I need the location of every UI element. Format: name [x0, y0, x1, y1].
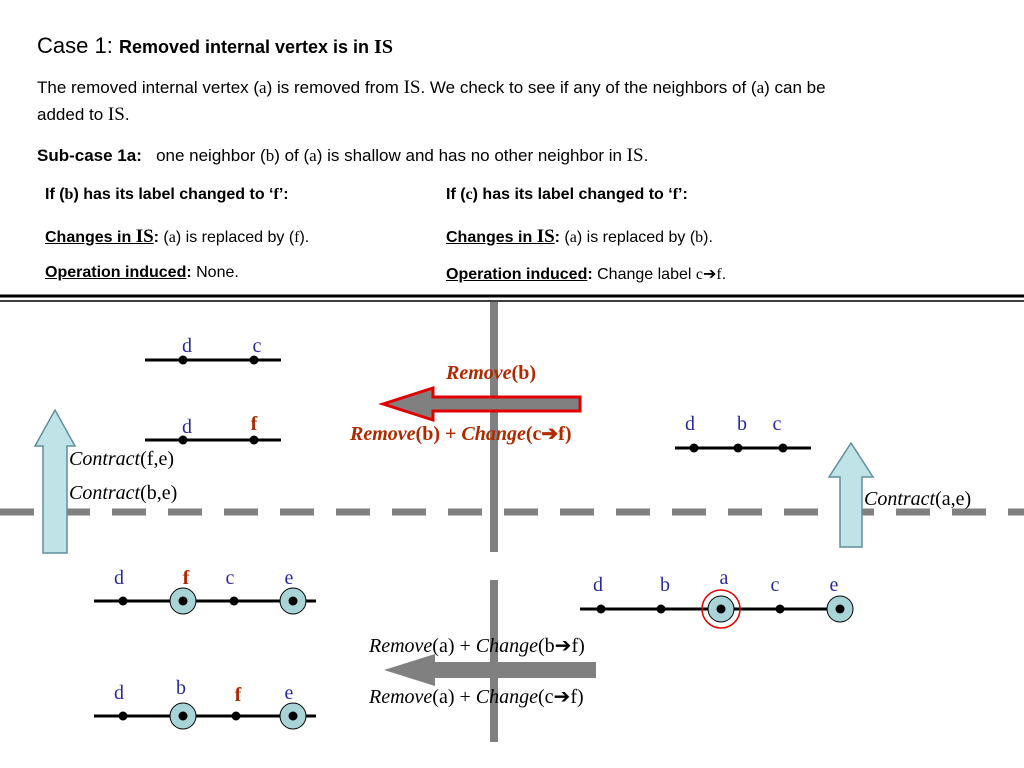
graph-vertex: [775, 604, 785, 614]
vertex-label: c: [773, 413, 782, 435]
up-arrow-right: [827, 441, 875, 548]
op-remove-b-change-c-f: Remove(b) + Change(c➔f): [350, 423, 572, 445]
graph-top-left-1: d c: [145, 335, 281, 365]
graph-vertex: [716, 604, 726, 614]
graph-top-left-2: d f: [145, 413, 281, 445]
graph-vertex: [596, 604, 606, 614]
vertex-label: d: [114, 682, 124, 704]
intro-line-1: The removed internal vertex (a) is remov…: [37, 77, 826, 98]
vertex-label: d: [182, 335, 192, 357]
case-heading: Case 1: Removed internal vertex is in IS: [37, 33, 393, 59]
graph-bottom-left-1: d f c e: [94, 567, 316, 615]
graph-bottom-left-2: d b f e: [94, 677, 316, 730]
left-column-changes: Changes in IS: (a) is replaced by (f).: [45, 226, 310, 247]
right-column-operation: Operation induced: Change label c➔f.: [446, 266, 727, 283]
vertex-label: d: [182, 416, 192, 438]
right-column-heading: If (c) has its label changed to ‘f’:: [446, 186, 688, 203]
vertex-label: b: [176, 677, 186, 699]
op-remove-a-change-b-f: Remove(a) + Change(b➔f): [369, 635, 585, 657]
graph-vertex: [231, 711, 241, 721]
graph-vertex: [778, 443, 788, 453]
op-remove-a-change-c-f: Remove(a) + Change(c➔f): [369, 686, 584, 708]
op-contract-a-e: Contract(a,e): [864, 488, 972, 510]
case-number: Case 1:: [37, 33, 113, 58]
graph-vertex: [118, 596, 128, 606]
vertex-label: e: [830, 574, 839, 596]
op-contract-f-e: Contract(f,e): [69, 448, 174, 470]
graph-top-right: d b c: [675, 413, 811, 453]
subcase-label: Sub-case 1a:: [37, 146, 142, 165]
op-contract-b-e: Contract(b,e): [69, 482, 178, 504]
up-arrow-left: [33, 408, 77, 554]
graph-vertex: [249, 355, 259, 365]
vertex-label-highlight: f: [235, 684, 242, 706]
graph-vertex: [656, 604, 666, 614]
graph-vertex: [288, 711, 298, 721]
vertex-label: d: [593, 574, 603, 596]
graph-vertex: [733, 443, 743, 453]
vertex-label: a: [720, 567, 729, 589]
vertex-label: e: [285, 567, 294, 589]
left-arrow-top: [378, 385, 582, 423]
vertex-label: e: [285, 682, 294, 704]
graph-vertex: [178, 596, 188, 606]
right-column-changes: Changes in IS: (a) is replaced by (b).: [446, 226, 713, 247]
vertex-label: c: [771, 574, 780, 596]
vertex-label: b: [660, 574, 670, 596]
vertex-label: c: [226, 567, 235, 589]
vertex-label-highlight: f: [183, 567, 190, 589]
graph-vertex: [288, 596, 298, 606]
case-title: Removed internal vertex is in IS: [118, 36, 393, 58]
intro-line-2: added to IS.: [37, 104, 130, 125]
op-remove-b: Remove(b): [446, 362, 536, 384]
left-column-operation: Operation induced: None.: [45, 264, 239, 281]
removed-vertex-ring: [701, 589, 741, 629]
graph-vertex: [178, 435, 188, 445]
graph-vertex: [178, 355, 188, 365]
graph-vertex: [229, 596, 239, 606]
vertex-label: b: [737, 413, 747, 435]
left-column-heading: If (b) has its label changed to ‘f’:: [45, 186, 289, 203]
graph-vertex: [689, 443, 699, 453]
subcase-line: Sub-case 1a: one neighbor (b) of (a) is …: [37, 145, 649, 166]
left-arrow-bottom: [384, 654, 596, 686]
graph-vertex: [835, 604, 845, 614]
graph-vertex: [118, 711, 128, 721]
vertex-label: d: [114, 567, 124, 589]
graph-vertex: [249, 435, 259, 445]
vertex-label-highlight: f: [251, 413, 258, 435]
graph-bottom-right: d b a c e: [580, 567, 854, 629]
vertex-label: c: [253, 335, 262, 357]
graph-vertex: [178, 711, 188, 721]
vertex-label: d: [685, 413, 695, 435]
